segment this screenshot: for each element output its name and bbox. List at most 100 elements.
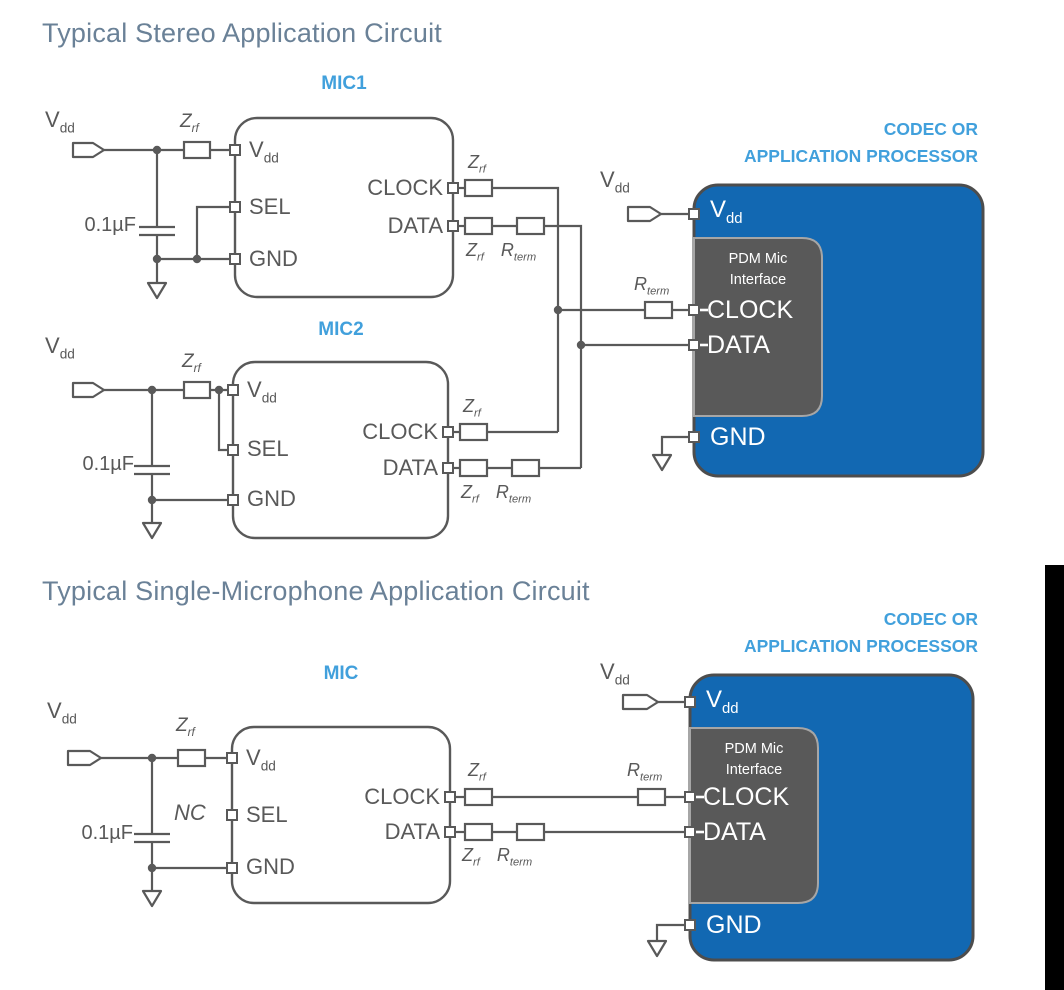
vdd-rail3-label: Vdd <box>47 698 77 727</box>
vdd-arrow <box>71 141 106 159</box>
rterm-resistor <box>510 458 541 478</box>
codec2-gnd-pin <box>684 919 696 931</box>
black-edge-bar <box>1045 565 1064 990</box>
rterm-resistor <box>515 822 546 842</box>
mic1-vdd-pin-label: Vdd <box>249 137 279 166</box>
junction-dot <box>152 145 162 155</box>
codec2-pdm-label: PDM Mic Interface <box>690 739 818 781</box>
codec1-rterm-label: Rterm <box>634 274 670 298</box>
pdm-interface-box <box>689 727 819 904</box>
mic2-vdd-pin <box>227 384 239 396</box>
mic1-vdd-pin <box>229 144 241 156</box>
codec2-gnd-label: GND <box>706 911 762 939</box>
clock-net-wire <box>492 186 560 432</box>
zrf-resistor <box>458 458 489 478</box>
pdm-line2: Interface <box>729 272 787 289</box>
vdd-arrow <box>71 381 106 399</box>
codec2-heading: CODEC OR APPLICATION PROCESSOR <box>678 606 978 660</box>
codec1-vdd-pin <box>688 208 700 220</box>
zrf-part: Zrf <box>461 482 479 506</box>
zrf-part: Zrf <box>462 845 480 869</box>
rterm-resistor <box>643 300 674 320</box>
codec1-data-label: DATA <box>707 331 770 359</box>
rterm-part: Rterm <box>495 482 532 506</box>
junction-dot <box>147 863 157 873</box>
mic2-sel-pin-label: SEL <box>247 436 289 461</box>
mic-data-pin <box>444 826 456 838</box>
mic2-gnd-pin-label: GND <box>247 486 296 511</box>
codec2-heading-line1: CODEC OR <box>883 609 978 629</box>
junction-dot <box>147 495 157 505</box>
pdm-interface-box <box>693 237 823 417</box>
single-mic-circuit <box>66 673 975 962</box>
sel-wire <box>195 205 230 259</box>
ground-symbol <box>146 281 168 300</box>
zrf-rail2-label: Zrf <box>182 351 201 375</box>
codec2-data-label: DATA <box>703 818 766 846</box>
rterm-resistor <box>515 216 546 236</box>
junction-dot <box>147 753 157 763</box>
cap1-value: 0.1µF <box>84 214 136 236</box>
mic-label: MIC <box>323 663 359 684</box>
stereo-circuit <box>71 116 985 540</box>
rterm-resistor <box>636 787 667 807</box>
vdd-arrow <box>66 749 103 767</box>
mic2-sel-pin <box>227 444 239 456</box>
sel-wire <box>217 390 228 452</box>
mic-clock-pin-label: CLOCK <box>364 784 440 809</box>
mic2-vdd-pin-label: Vdd <box>247 377 277 406</box>
junction-dot <box>192 254 202 264</box>
single-title: Typical Single-Microphone Application Ci… <box>42 576 590 606</box>
mic-gnd-pin <box>226 862 238 874</box>
mic1-gnd-pin-label: GND <box>249 246 298 271</box>
ground-symbol <box>141 889 163 908</box>
mic1-label: MIC1 <box>321 73 367 94</box>
codec1-vdd-label: Vdd <box>710 196 743 227</box>
codec1-gnd-pin <box>688 431 700 443</box>
mic-gnd-pin-label: GND <box>246 854 295 879</box>
mic2-label: MIC2 <box>318 319 364 340</box>
mic2-data-zrf-rterm-label: Zrf Rterm <box>461 483 531 506</box>
pdm-line1: PDM Mic <box>724 741 784 757</box>
zrf-resistor <box>176 748 207 768</box>
zrf-resistor <box>458 422 489 442</box>
codec2-clock-label: CLOCK <box>703 783 790 811</box>
codec1-heading: CODEC OR APPLICATION PROCESSOR <box>678 116 978 170</box>
codec2-vdd-pin <box>684 696 696 708</box>
codec2-clock-pin <box>684 791 696 803</box>
codec1-clock-pin <box>688 304 700 316</box>
mic2-clock-pin <box>442 426 454 438</box>
mic-data-zrf-rterm-label: Zrf Rterm <box>462 846 532 869</box>
stereo-title: Typical Stereo Application Circuit <box>42 18 442 48</box>
ground-symbol <box>646 939 668 958</box>
junction-dot <box>147 385 157 395</box>
mic-clock-zrf-label: Zrf <box>468 760 486 784</box>
junction-dot <box>553 305 563 315</box>
gnd-wire <box>660 435 689 455</box>
rterm-part: Rterm <box>496 845 533 869</box>
mic-clock-pin <box>444 791 456 803</box>
mic1-gnd-pin <box>229 253 241 265</box>
mic2-gnd-pin <box>227 494 239 506</box>
codec1-data-pin <box>688 339 700 351</box>
gnd-wire <box>655 923 685 941</box>
codec1-pdm-label: PDM Mic Interface <box>694 249 822 291</box>
codec2-heading-line2: APPLICATION PROCESSOR <box>743 636 978 657</box>
vdd-arrow <box>626 205 663 223</box>
junction-dot <box>152 254 162 264</box>
mic-vdd-pin-label: Vdd <box>246 745 276 774</box>
zrf-resistor <box>463 216 494 236</box>
mic-sel-pin <box>226 809 238 821</box>
mic1-clock-pin <box>447 182 459 194</box>
zrf-resistor <box>182 140 212 160</box>
mic-sel-pin-label: SEL <box>246 802 288 827</box>
rterm-part: Rterm <box>500 240 537 264</box>
codec1-clock-label: CLOCK <box>707 296 794 324</box>
pdm-line2: Interface <box>725 762 783 779</box>
zrf-resistor <box>463 822 494 842</box>
mic1-data-pin-label: DATA <box>387 213 443 238</box>
codec2-vdd-ext-label: Vdd <box>600 659 630 688</box>
data-net-wire <box>544 224 583 468</box>
